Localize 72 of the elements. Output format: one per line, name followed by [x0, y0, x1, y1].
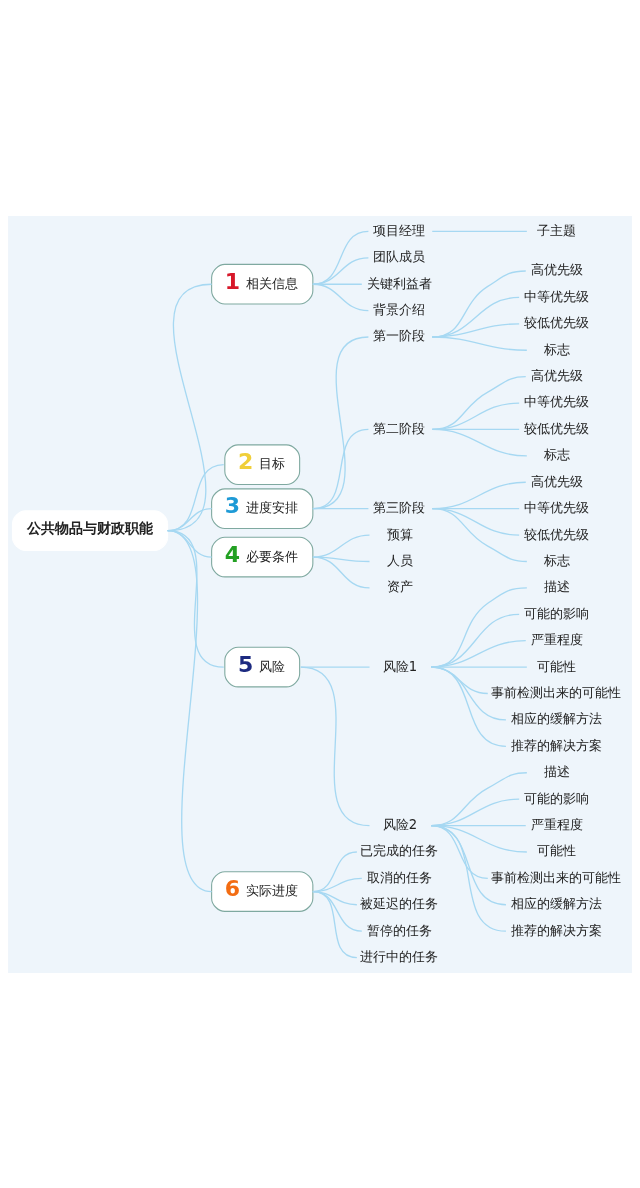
node-text: 已完成的任务: [360, 842, 439, 858]
connector: [312, 428, 370, 509]
node-text: 标志: [543, 341, 570, 357]
connector: [300, 665, 371, 826]
node-text: 第三阶段: [373, 499, 426, 515]
node-text: 较低优先级: [524, 526, 590, 541]
node-text: 标志: [543, 552, 570, 568]
node-text: 团队成员: [373, 248, 426, 264]
node-box: 3 进度安排: [211, 487, 314, 529]
node-text: 预算: [386, 526, 413, 541]
node-box: 公共物品与财政职能: [11, 509, 169, 551]
connector: [312, 335, 370, 509]
node-text: 人员: [386, 552, 413, 568]
node-text: 推荐的解决方案: [510, 922, 602, 938]
node-box: 6 实际进度: [211, 870, 314, 912]
node-box: 4 必要条件: [211, 536, 314, 577]
node-box: 1 相关信息: [211, 263, 314, 305]
node-text: 高优先级: [530, 367, 583, 383]
connector: [430, 824, 507, 932]
node-text: 中等优先级: [524, 499, 590, 515]
connector: [312, 256, 370, 285]
node-text: 中等优先级: [524, 288, 590, 304]
node-text: 可能的影响: [524, 605, 590, 621]
node-text: 较低优先级: [524, 420, 590, 436]
node-text: 描述: [543, 763, 570, 779]
connector: [312, 230, 370, 285]
connector: [312, 890, 358, 958]
node-text: 相应的缓解方法: [510, 895, 602, 911]
node-text: 可能性: [537, 842, 577, 858]
node-text: 相应的缓解方法: [510, 710, 602, 726]
node-text: 第一阶段: [373, 327, 426, 343]
node-text: 中等优先级: [524, 393, 590, 409]
node-text: 高优先级: [530, 473, 583, 489]
node-box: 5 风险: [224, 646, 301, 687]
node-text: 事前检测出来的可能性: [491, 684, 622, 700]
node-text: 进行中的任务: [360, 948, 439, 964]
node-text: 标志: [543, 446, 570, 462]
node-text: 描述: [543, 578, 570, 594]
node-text: 资产: [386, 578, 413, 594]
node-text: 可能性: [537, 658, 577, 674]
connector: [430, 665, 528, 668]
node-text: 子主题: [537, 222, 577, 238]
node-text: 背景介绍: [373, 301, 426, 317]
connector: [431, 230, 528, 232]
node-text: 关键利益者: [366, 275, 432, 291]
node-text: 风险2: [382, 816, 418, 832]
connector: [430, 639, 527, 668]
node-text: 较低优先级: [524, 314, 590, 330]
connector: [312, 555, 371, 562]
node-text: 项目经理: [373, 222, 426, 238]
node-text: 严重程度: [530, 631, 583, 647]
node-text: 取消的任务: [366, 869, 432, 885]
node-text: 事前检测出来的可能性: [491, 869, 622, 885]
connector: [431, 428, 528, 457]
node-text: 推荐的解决方案: [510, 737, 602, 753]
connector: [430, 665, 507, 747]
node-text: 暂停的任务: [366, 922, 432, 938]
connector: [430, 586, 528, 668]
node-text: 高优先级: [530, 261, 583, 277]
node-text: 严重程度: [530, 816, 583, 832]
connector: [312, 555, 371, 589]
node-text: 被延迟的任务: [360, 895, 439, 911]
node-text: 第二阶段: [373, 420, 426, 436]
connector: [300, 665, 371, 668]
node-text: 风险1: [382, 658, 418, 674]
connector: [431, 507, 528, 562]
node-text: 可能的影响: [524, 790, 590, 806]
connector: [312, 283, 370, 311]
connector: [312, 507, 370, 509]
node-box: 2 目标: [224, 443, 301, 485]
connector: [166, 529, 213, 892]
connector: [431, 335, 528, 351]
